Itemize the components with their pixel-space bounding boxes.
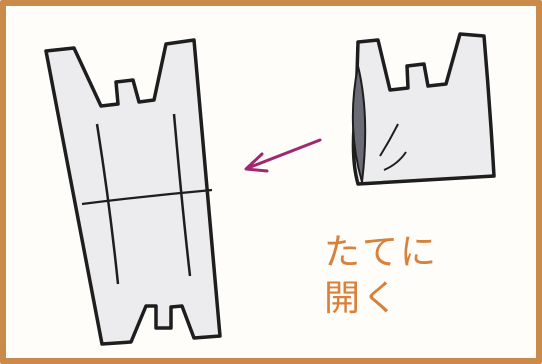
caption-line-1: たてに <box>324 232 439 273</box>
opened-bag-fold-line-middle <box>81 188 213 206</box>
folded-bag <box>351 32 496 186</box>
folded-bag-crease-1 <box>379 123 399 157</box>
opened-bag <box>44 38 222 346</box>
caption-line-2: 開く <box>324 278 401 319</box>
folded-bag-outline <box>351 32 496 186</box>
opened-bag-outline <box>44 38 222 346</box>
direction-arrow <box>244 138 322 173</box>
folded-bag-crease-2 <box>383 151 407 171</box>
opened-bag-fold-line-left <box>95 123 120 285</box>
instruction-caption: たてに 開く <box>324 230 438 322</box>
folded-bag-side-gusset <box>351 65 367 183</box>
opened-bag-fold-line-right <box>172 113 192 277</box>
bag-folding-illustration <box>44 32 496 346</box>
